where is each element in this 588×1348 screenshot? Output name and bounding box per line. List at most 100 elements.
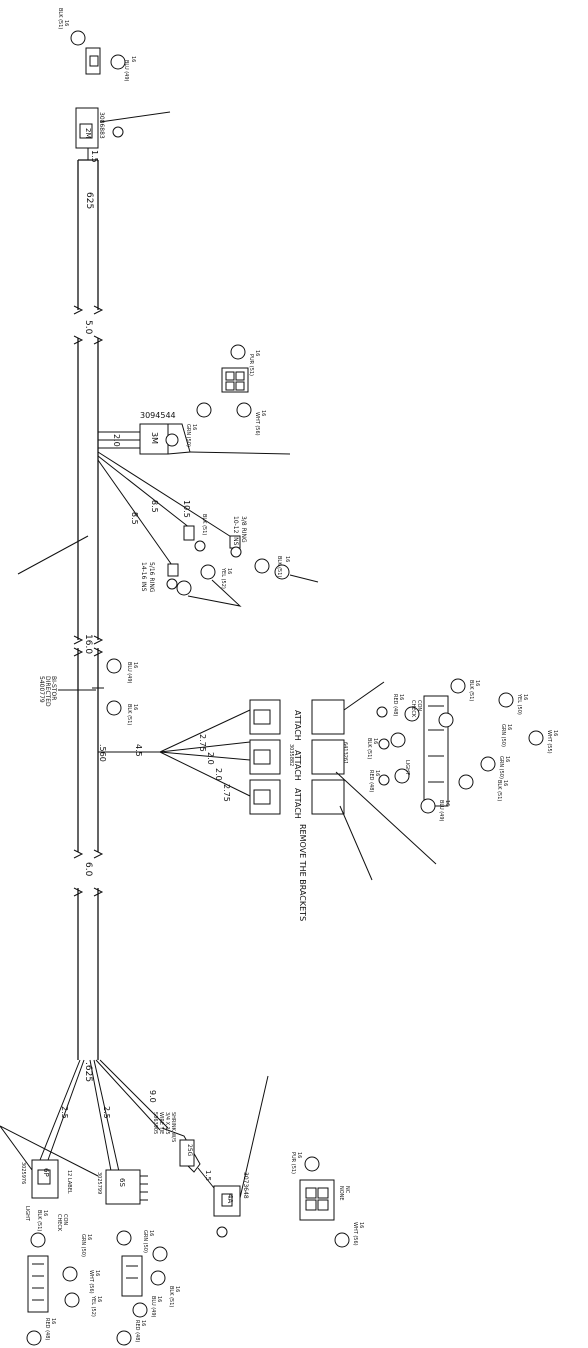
attach-2: ATTACH <box>293 750 302 781</box>
bottom-label-nc: NC <box>344 1186 350 1194</box>
group-pin-1 <box>498 692 514 708</box>
group-pin-0-gauge: 16 <box>474 680 480 686</box>
bottom-pin-5-gauge: 16 <box>174 1286 180 1292</box>
top-pin2-color: BLU (49) <box>123 60 129 82</box>
left-part: 3025976 <box>20 1162 26 1184</box>
trunk-callout <box>17 535 89 575</box>
bottom-pin-4-gauge: 16 <box>96 1296 102 1302</box>
bottom-branches: 2.5 2.5 9.0 3025976 6P 12 LABEL 3025799 … <box>0 1059 364 1346</box>
right-short: 1.5 <box>204 1170 212 1181</box>
ring-a-wire: 10-12 INS <box>232 516 239 546</box>
dim-5-0: 5.0 <box>83 320 93 335</box>
bottom-pin-2 <box>62 1266 78 1282</box>
ring-b-color: YEL (52) <box>220 567 226 589</box>
left-code: 6P <box>42 1168 50 1177</box>
lamp-length: 2.0 <box>112 434 121 447</box>
top-length: 1.5 <box>90 150 99 163</box>
remove-note: REMOVE THE BRACKETS <box>298 824 307 921</box>
group-pin-4-gauge: 16 <box>372 738 378 744</box>
bottom-pin-5-color: BLK (51) <box>168 1286 174 1307</box>
bottom-label-light: LIGHT <box>24 1206 30 1222</box>
bottom-pin-8 <box>334 1232 350 1248</box>
top-part: 3086883 <box>98 112 105 139</box>
dim-625: 625 <box>84 192 94 209</box>
group-pin-4 <box>390 732 406 748</box>
blower-pin-right-gauge: 16 <box>132 704 138 710</box>
bottom-pin-2-gauge: 16 <box>86 1234 92 1240</box>
group-pin-0-color: BLK (51) <box>468 680 474 701</box>
bottom-pin-0-color: RED (48) <box>44 1318 50 1340</box>
lamp-pin2-gauge: 16 <box>260 410 266 416</box>
ring-a-length: 10.5 <box>182 500 191 518</box>
bottom-label-con: CON <box>62 1214 68 1225</box>
branch-1: 2.75 <box>198 734 207 752</box>
shrink-wire: WIRE TIE <box>158 1112 164 1134</box>
bottom-pin-6 <box>304 1156 320 1172</box>
group-label-light: LIGHT <box>404 760 410 776</box>
left-length: 2.5 <box>60 1106 69 1119</box>
mid-length: 2.5 <box>102 1106 111 1119</box>
group-pin-0 <box>450 678 466 694</box>
group-pin-7-gauge: 16 <box>502 780 508 786</box>
group-pin-7-color: BLK (51) <box>496 780 502 801</box>
bottom-pin-2-color: GRN (50) <box>80 1234 86 1257</box>
bottom-pin-3-color: WHT (56) <box>88 1270 94 1294</box>
ring-b-wire: 14-16 INS <box>140 562 147 592</box>
blower-pin-left-color: BLU (49) <box>126 662 132 684</box>
group-pin-6-gauge: 16 <box>504 756 510 762</box>
top-pin1-gauge: 16 <box>63 20 69 26</box>
attach-3: ATTACH <box>293 788 302 819</box>
group-pin-1-gauge: 16 <box>522 694 528 700</box>
bottom-pin-5 <box>150 1270 166 1286</box>
ring-a-gauge: 16 <box>284 556 290 562</box>
group-pin-2-color: RED (48) <box>392 694 398 716</box>
bottom-pin-7-gauge: 16 <box>148 1230 154 1236</box>
bottom-pin-7 <box>152 1246 168 1262</box>
bottom-pin-8-gauge: 16 <box>358 1222 364 1228</box>
bottom-pin-3-gauge: 16 <box>94 1270 100 1276</box>
ring-a-size: 3/8 RING <box>240 516 247 543</box>
connector-group: .560 4.5 2.75 2.0 2.0 2.75 3035882 ATTAC… <box>98 678 558 921</box>
mid-part: 3025799 <box>96 1172 102 1194</box>
bottom-pin-0 <box>26 1330 42 1346</box>
ring-splice-length: 8.5 <box>150 500 159 513</box>
lamp-code: 3M <box>150 432 159 444</box>
shrink-note: SHRINK W/S <box>170 1112 176 1142</box>
bottom-pin-7-color: GRN (50) <box>142 1230 148 1253</box>
top-code: 2M <box>84 128 92 139</box>
top-connector: 1.5 3086883 2M 16 BLK (51) 16 BLU (49) <box>57 8 171 163</box>
blower-pin-left-gauge: 16 <box>132 662 138 668</box>
ring-a-color: BLK (51) <box>276 556 282 577</box>
group-pin-6-color: GRN (50) <box>498 756 504 779</box>
trunk-dimension-labels: 625 5.0 16.0 6.0 .625 <box>83 192 94 1082</box>
blower-label: BI-STOR <box>50 676 57 700</box>
attach-1: ATTACH <box>293 710 302 741</box>
group-pin-3-gauge: 16 <box>506 724 512 730</box>
bottom-pin-4-color: YEL (52) <box>90 1295 96 1317</box>
dim-625b: .625 <box>83 1062 93 1082</box>
dim-6-0: 6.0 <box>83 862 93 877</box>
ring-b-gauge: 16 <box>226 568 232 574</box>
bottom-pin-9 <box>132 1302 148 1318</box>
group-pin-2-gauge: 16 <box>398 694 404 700</box>
shrink-sub: 3/4 X 1.5 <box>164 1112 170 1135</box>
right-tube: 25G <box>186 1144 193 1157</box>
ring-splice-color: BLK (51) <box>201 514 207 535</box>
bottom-pin-0-gauge: 16 <box>50 1318 56 1324</box>
group-offset: .560 <box>98 744 107 762</box>
right-part: 3073648 <box>242 1172 249 1199</box>
bottom-pin-8-color: WHT (56) <box>352 1222 358 1246</box>
group-label-con: CON <box>416 700 422 711</box>
group-pin-8-gauge: 16 <box>444 800 450 806</box>
bottom-pin-10-gauge: 16 <box>140 1320 146 1326</box>
branch-4: 2.75 <box>222 784 231 802</box>
group-mid-part: 3035882 <box>288 744 294 766</box>
group-length: 4.5 <box>134 744 143 757</box>
bottom-pin-1 <box>30 1232 46 1248</box>
top-pin2-gauge: 16 <box>130 56 136 62</box>
lamp-pin3-gauge: 16 <box>191 424 197 430</box>
harness-trunk <box>73 159 104 1060</box>
branch-3: 2.0 <box>214 768 223 781</box>
group-pin-8 <box>420 798 436 814</box>
group-pin-5 <box>528 730 544 746</box>
